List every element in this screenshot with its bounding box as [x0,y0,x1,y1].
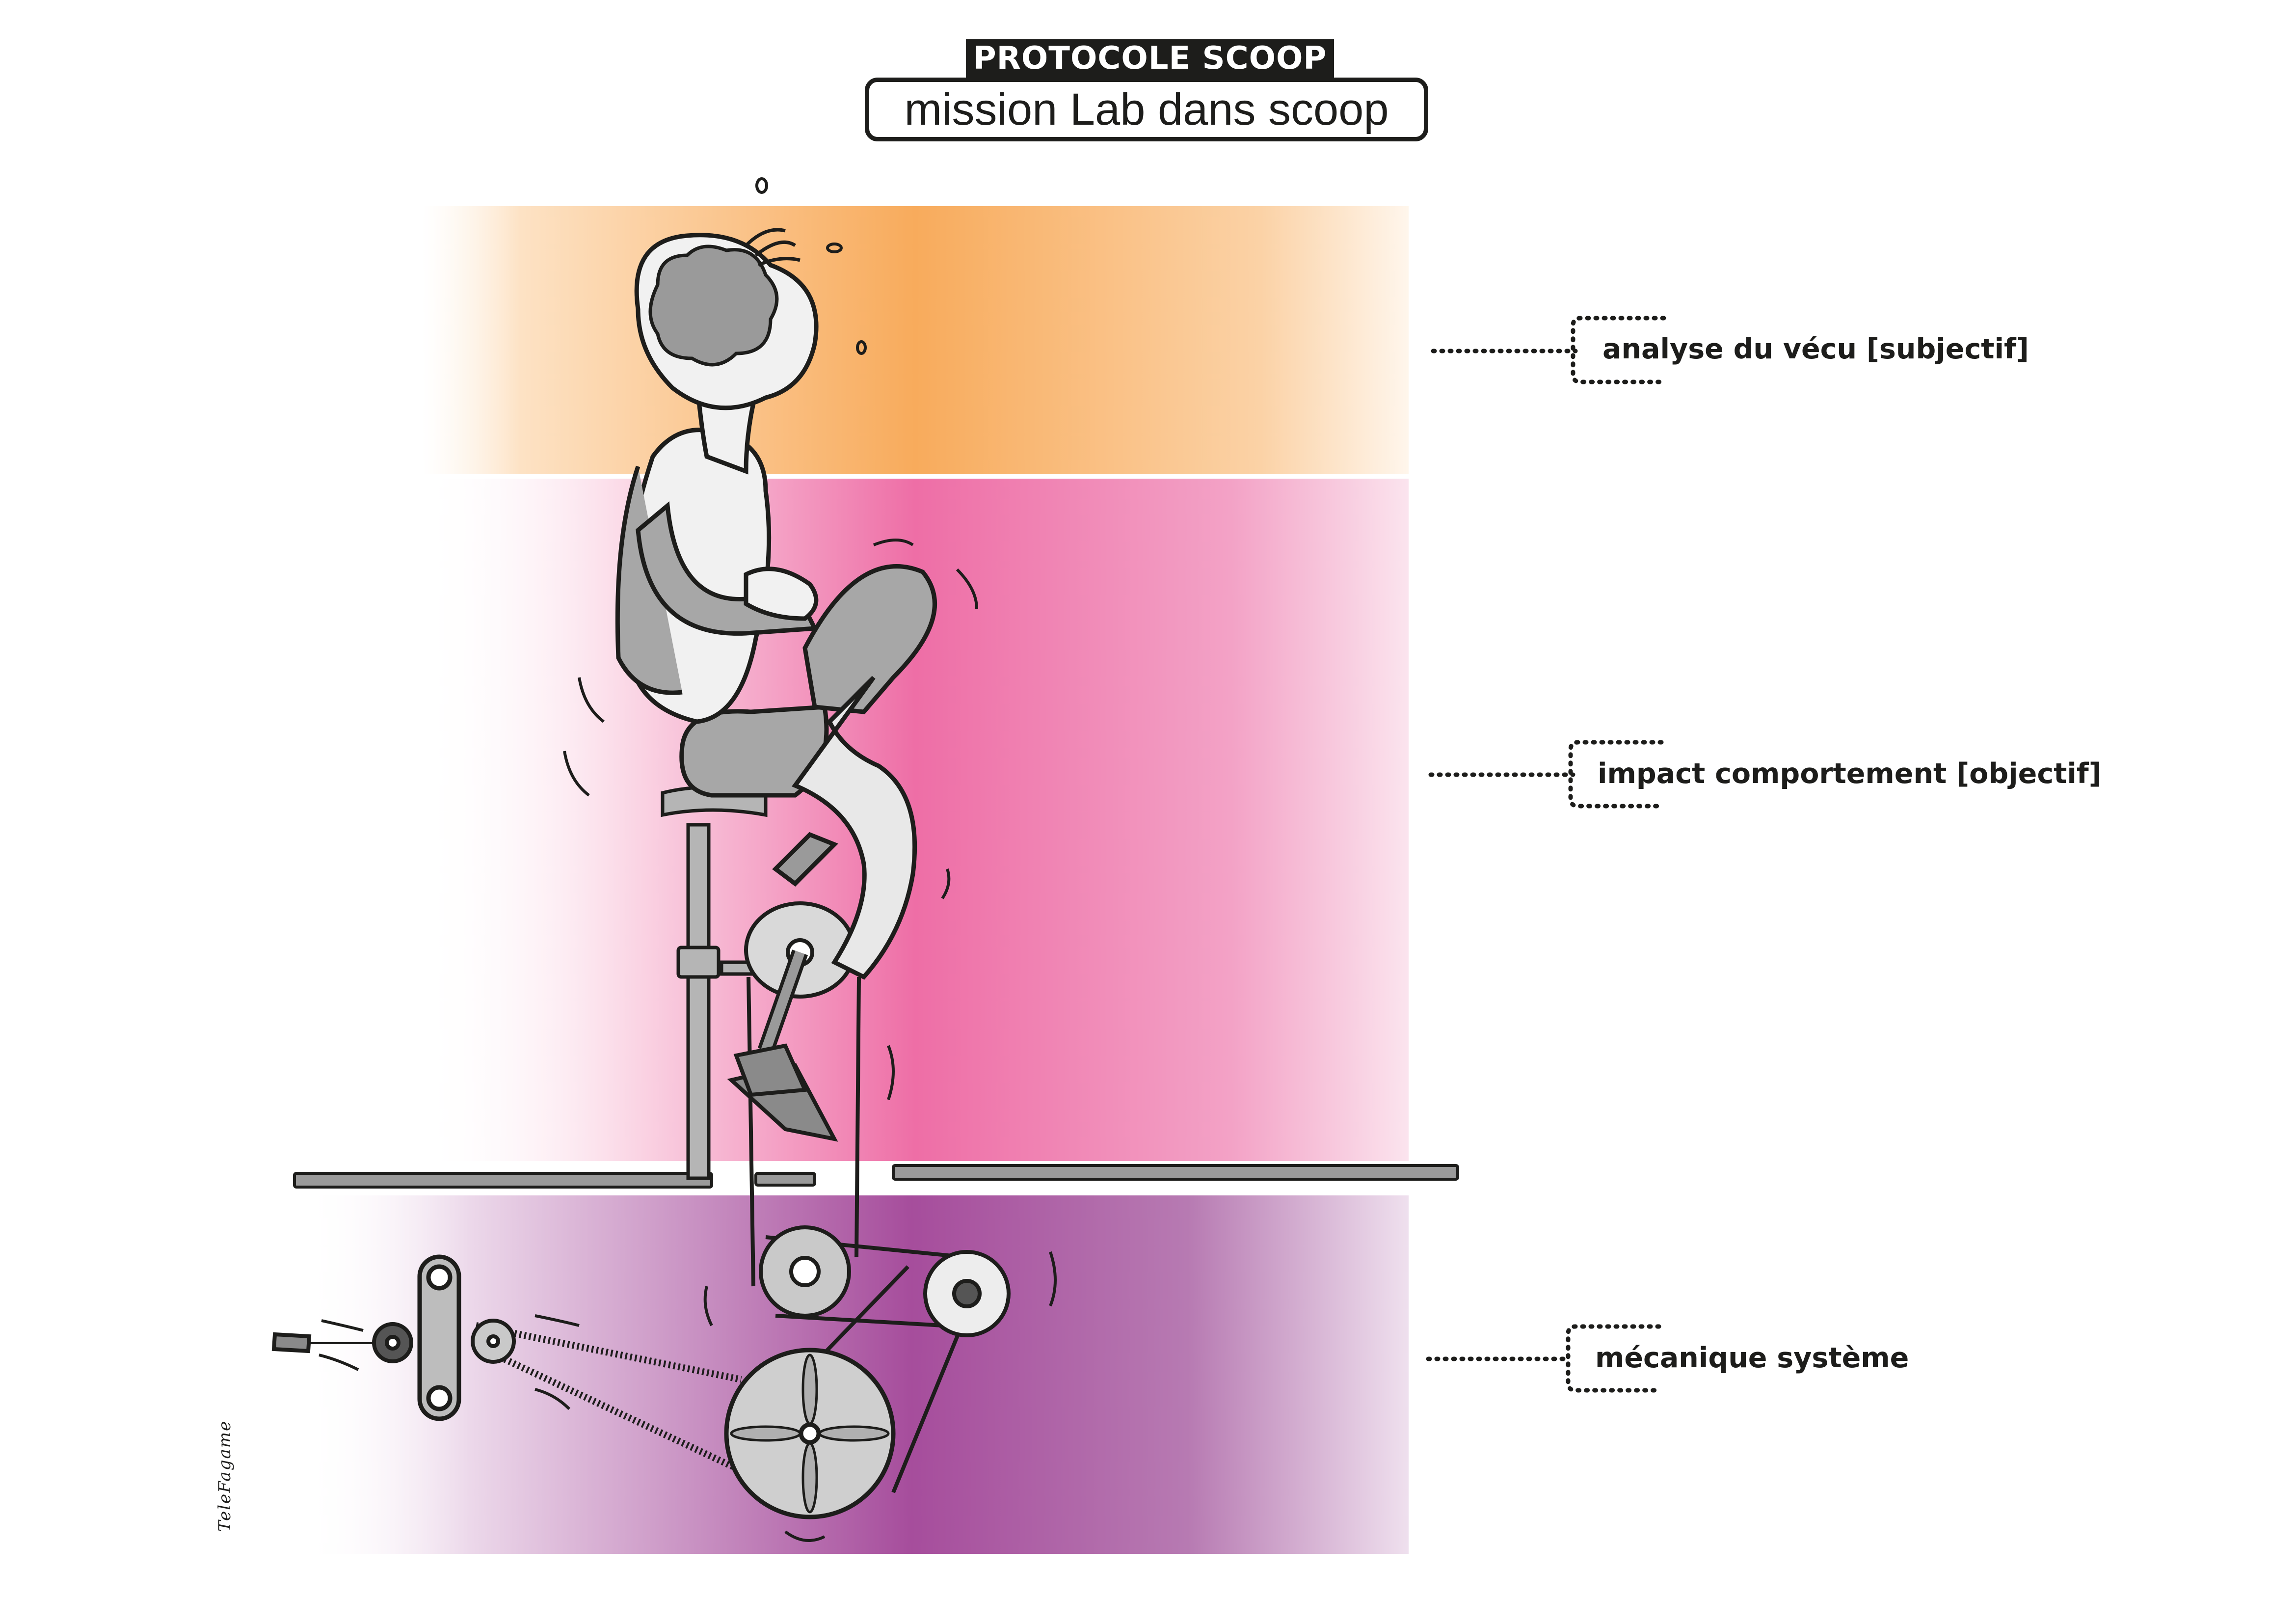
motion-lines [319,177,1057,1542]
pulley-small-right [923,1250,1011,1337]
protocol-tag: PROTOCOLE SCOOP [966,39,1334,78]
pulley-small-left [759,1225,851,1318]
hair-tuft [745,228,801,267]
label-subjective: analyse du vécu [subjectif] [1602,333,2029,365]
label-mechanics: mécanique système [1595,1342,1909,1374]
artist-signature: TeleFagame [215,1420,235,1532]
floor-line [293,1164,1459,1189]
label-objective: impact comportement [objectif] [1598,758,2102,790]
mission-title: mission Lab dans scoop [865,78,1428,141]
label-connectors [1426,316,1666,1393]
band-subjective [422,206,1409,474]
brain-icon [648,244,779,367]
person-body [615,233,937,980]
tension-roller [471,1319,516,1364]
conveyor-belt [417,1254,461,1421]
drive-belts [475,976,974,1493]
flywheel [724,1348,896,1519]
pedal-crank [727,901,856,1142]
gear-output [271,1322,413,1363]
